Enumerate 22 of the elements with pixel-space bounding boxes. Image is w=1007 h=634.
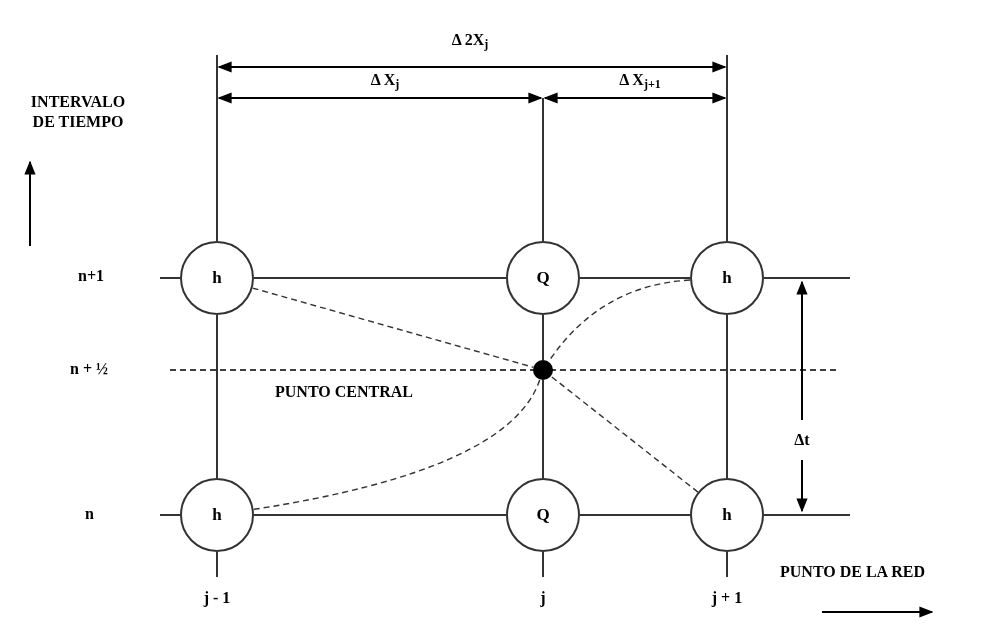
grid-line [216,314,218,479]
grid-line [542,314,544,361]
label-text: n+1 [78,266,105,286]
label-text: j + 1 [710,588,744,608]
dashed-line [550,375,699,493]
grid-line [253,514,507,516]
grid-line [579,514,691,516]
grid-line [253,277,507,279]
grid-line [579,277,691,279]
label-text: j [539,588,547,608]
label-text: PUNTO DE LA RED [780,562,927,582]
label-text: PUNTO CENTRAL [275,382,414,402]
label-text: Δt [793,430,811,450]
label-text: n + ½ [70,359,109,379]
grid-line [726,314,728,479]
grid-line [542,379,544,479]
label-text: Δ 2X$_{j}$ [450,30,490,50]
label-text: n [85,504,95,524]
label-text: j - 1 [202,588,232,608]
label-text: Δ X$_{j}$ [369,70,401,90]
label-text: INTERVALO DE TIEMPO [29,92,127,132]
label-text: Δ X$_{j+1}$ [618,70,662,90]
